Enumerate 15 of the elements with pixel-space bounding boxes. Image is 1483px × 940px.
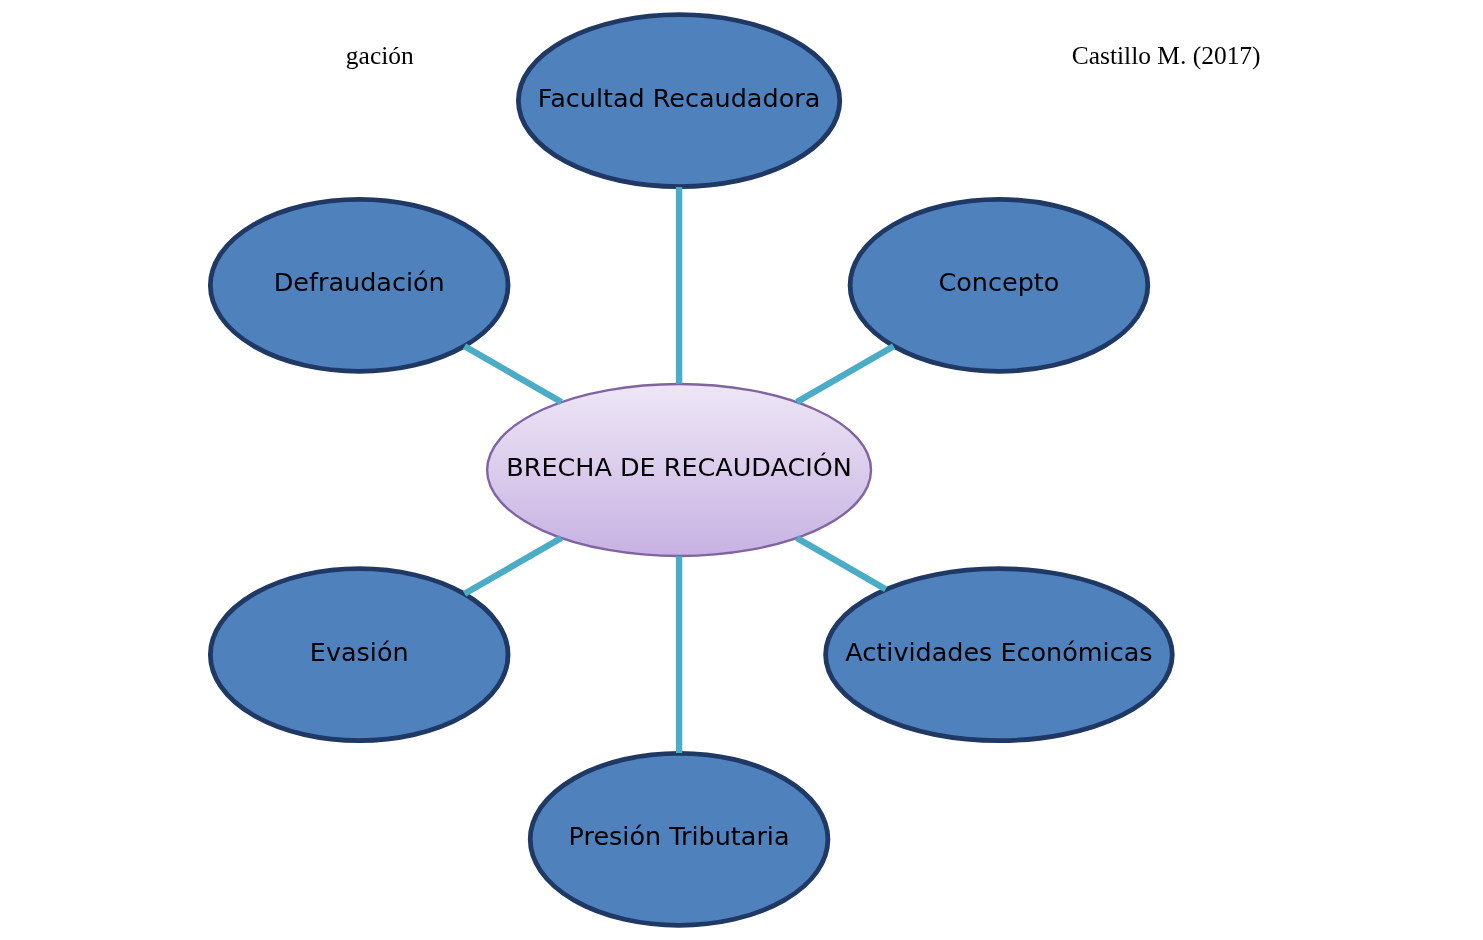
node-ellipse: BRECHA DE RECAUDACIÓN — [485, 382, 872, 558]
node-ellipse: Evasión — [207, 566, 510, 744]
node-ellipse: Facultad Recaudadora — [515, 12, 842, 189]
label: gación — [345, 40, 414, 70]
label: Castillo M. (2017) — [1071, 40, 1261, 70]
node-ellipse: Actividades Económicas — [822, 566, 1175, 744]
connector — [794, 535, 887, 593]
connector — [675, 186, 682, 384]
node-ellipse: Concepto — [847, 197, 1150, 374]
connector — [794, 343, 895, 405]
node-ellipse: Presión Tributaria — [527, 751, 830, 928]
connector — [462, 535, 563, 597]
connector — [462, 343, 563, 405]
node-ellipse: Defraudación — [207, 197, 510, 374]
connector — [675, 556, 682, 754]
